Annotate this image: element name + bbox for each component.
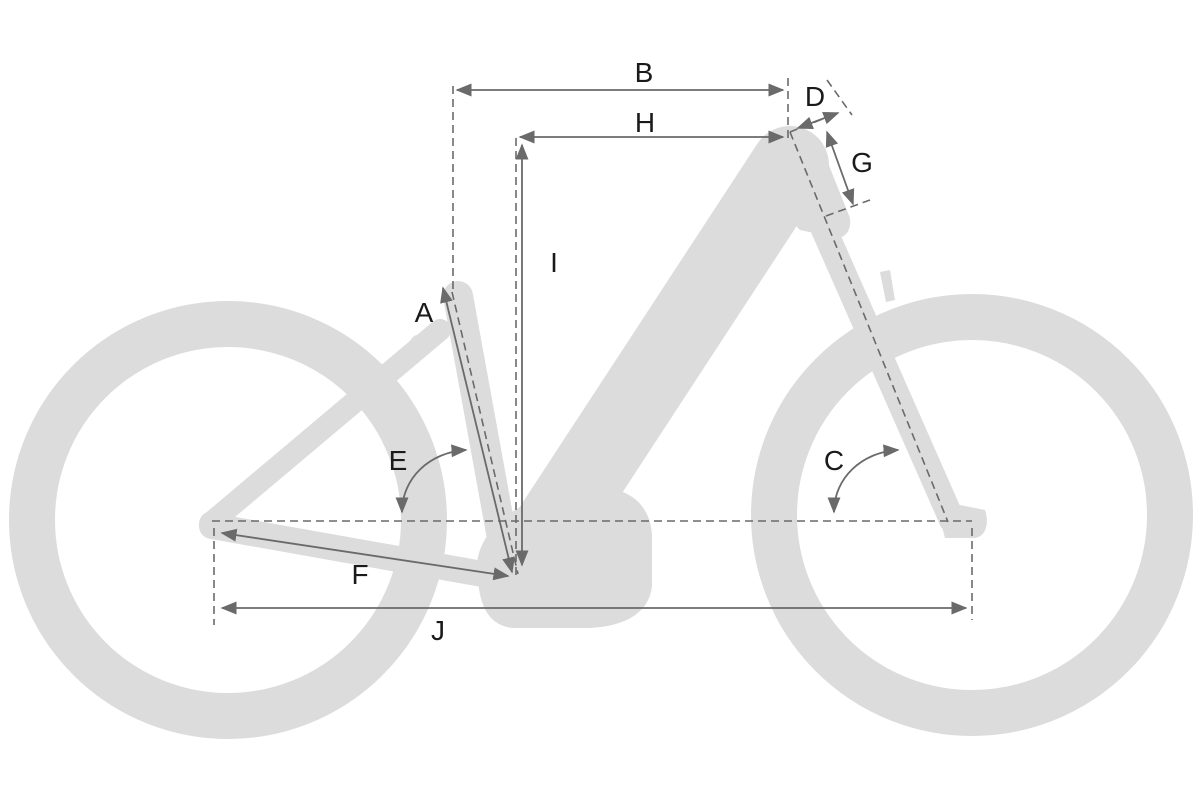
steering-axis (789, 131, 949, 523)
label-b: B (635, 57, 654, 88)
rear-wheel (9, 301, 447, 739)
reflector (880, 270, 895, 302)
down-tube (509, 126, 829, 574)
dim-e-angle (395, 444, 468, 514)
bottom-bracket (496, 549, 544, 597)
dim-c-angle (827, 444, 900, 514)
rear-dropout (199, 511, 225, 537)
head-tube (770, 134, 851, 239)
stack-ref-top (789, 115, 831, 133)
stay-bridge (398, 335, 425, 365)
label-d: D (805, 81, 825, 112)
stack-ref-d (826, 79, 853, 116)
bike-silhouette (9, 126, 1193, 739)
dim-f (220, 528, 510, 581)
dim-a (440, 286, 515, 574)
dim-d (796, 112, 840, 129)
dim-g (825, 130, 855, 206)
label-h: H (635, 107, 655, 138)
label-i: I (550, 247, 558, 278)
dimension-arrows (220, 83, 968, 615)
dimension-labels: A B C D E F G H I J (351, 57, 872, 646)
fork-dropout (935, 500, 987, 539)
label-a: A (415, 297, 434, 328)
label-j: J (431, 615, 445, 646)
fork (809, 212, 965, 533)
label-g: G (851, 147, 873, 178)
front-wheel (751, 294, 1193, 736)
stack-ref-g (825, 199, 871, 217)
label-f: F (351, 559, 368, 590)
label-e: E (389, 445, 408, 476)
label-c: C (824, 445, 844, 476)
